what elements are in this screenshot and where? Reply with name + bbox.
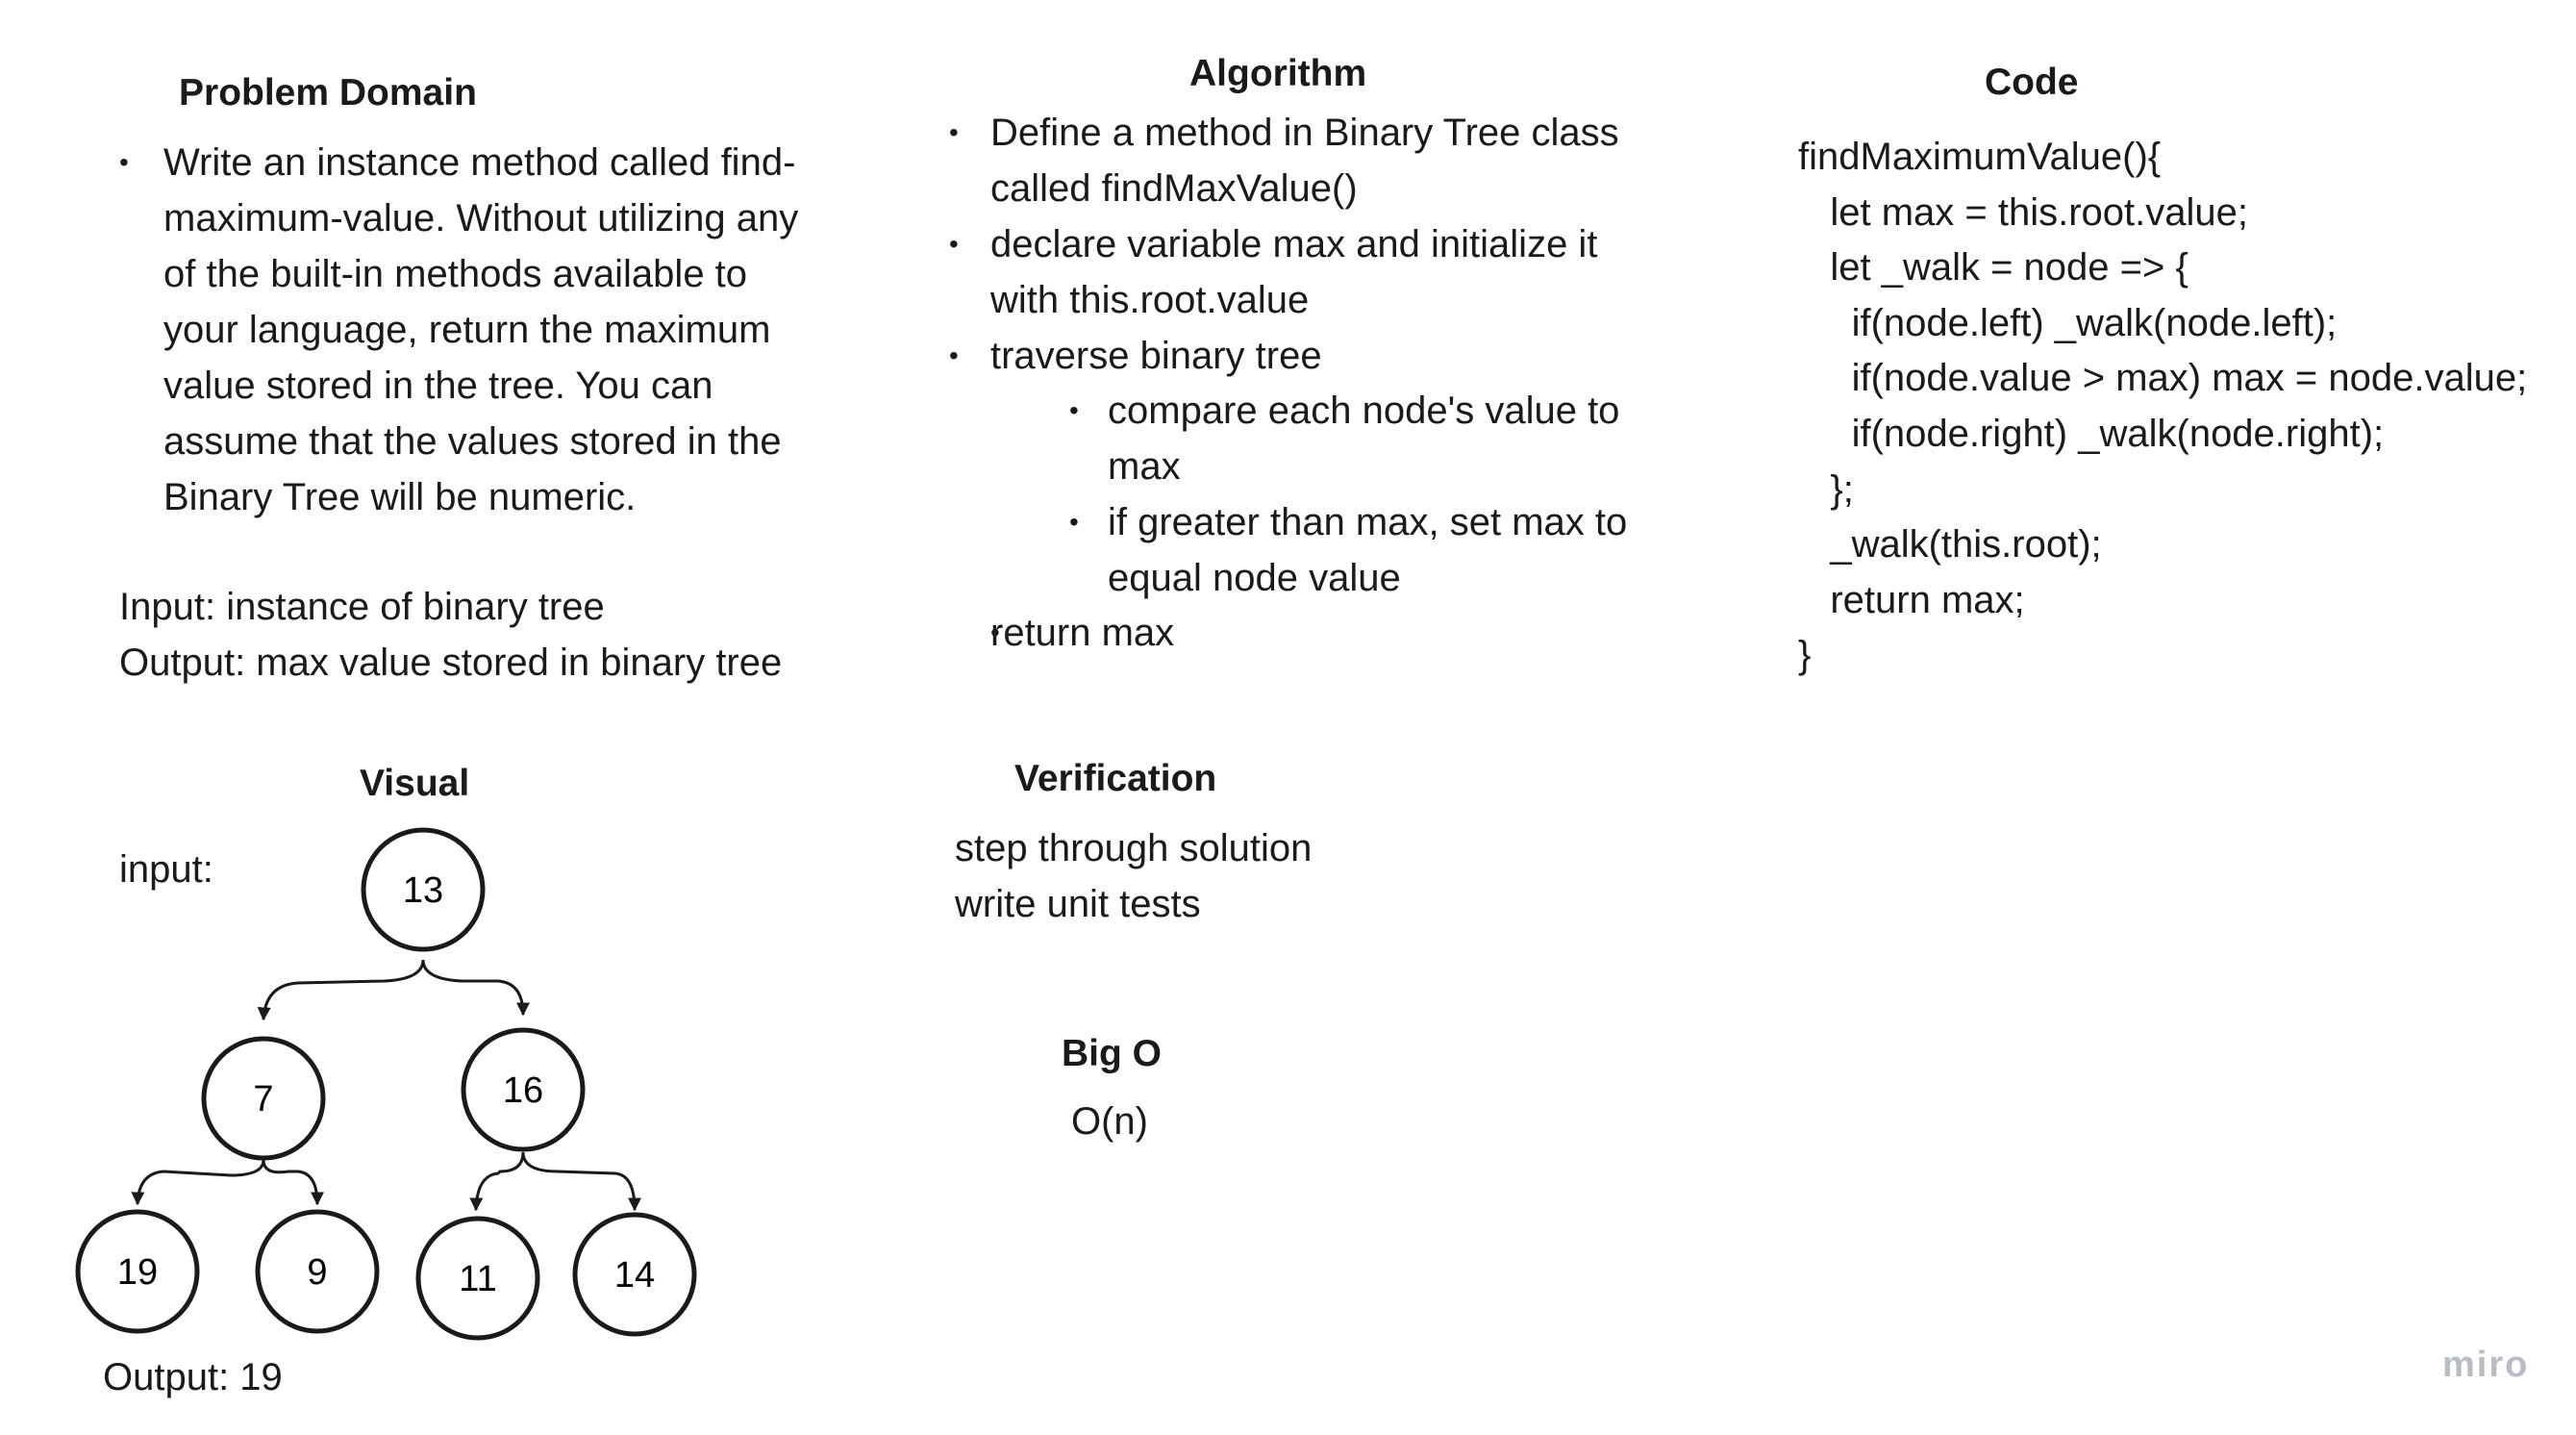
- tree-edge: [521, 1151, 641, 1212]
- algorithm-substep-line: equal node value: [1108, 557, 1401, 599]
- tree-node-max: 19: [75, 1209, 200, 1334]
- algorithm-step-line: traverse binary tree: [990, 335, 1322, 377]
- code-line: let max = this.root.value;: [1798, 190, 2248, 234]
- tree-node: 14: [572, 1212, 697, 1337]
- problem-domain-title: Problem Domain: [179, 72, 477, 113]
- problem-domain-line: of the built-in methods available to: [163, 253, 748, 295]
- big-o-value: O(n): [1071, 1100, 1148, 1143]
- algorithm-steps: Define a method in Binary Tree class cal…: [949, 105, 1619, 384]
- problem-domain-line: value stored in the tree. You can: [163, 365, 713, 407]
- tree-edge: [262, 1159, 324, 1206]
- node-value: 11: [459, 1259, 496, 1299]
- code-line: if(node.right) _walk(node.right);: [1798, 412, 2385, 455]
- tree-edge: [257, 959, 425, 1021]
- tree-node: 16: [461, 1027, 586, 1152]
- problem-domain-line: Binary Tree will be numeric.: [163, 476, 637, 518]
- code-line: let _walk = node => {: [1798, 246, 2188, 290]
- node-value: 7: [253, 1079, 273, 1120]
- visual-input-label: input:: [119, 848, 213, 891]
- algorithm-substeps: compare each node's value to max if grea…: [1069, 383, 1628, 606]
- problem-domain-line: Write an instance method called find-: [119, 135, 798, 190]
- visual-title: Visual: [360, 763, 470, 804]
- visual-output-label: Output: 19: [103, 1356, 283, 1398]
- problem-output: Output: max value stored in binary tree: [119, 642, 783, 684]
- algorithm-substep-line: compare each node's value to: [1108, 390, 1620, 432]
- big-o-title: Big O: [1062, 1033, 1162, 1074]
- algorithm-substep: if greater than max, set max to equal no…: [1069, 494, 1628, 606]
- miro-watermark: miro: [2442, 1345, 2530, 1385]
- node-value: 16: [503, 1070, 543, 1111]
- algorithm-substep: compare each node's value to max: [1069, 383, 1627, 494]
- code-line: }: [1798, 634, 1812, 677]
- algorithm-final-step: return max: [990, 605, 1174, 661]
- code-line: if(node.value > max) max = node.value;: [1798, 357, 2528, 400]
- tree-edge: [421, 959, 530, 1017]
- algorithm-substep-line: max: [1108, 445, 1181, 488]
- code-line: findMaximumValue(){: [1798, 136, 2162, 178]
- code-title: Code: [1985, 62, 2079, 103]
- problem-domain-line: maximum-value. Without utilizing any: [163, 197, 799, 239]
- verification-line: write unit tests: [955, 883, 1201, 925]
- algorithm-step: traverse binary tree: [949, 328, 1619, 384]
- tree-edge: [469, 1151, 525, 1212]
- tree-node: 11: [415, 1216, 540, 1341]
- tree-node: 9: [255, 1209, 380, 1334]
- node-value: 19: [117, 1252, 158, 1293]
- code-line: if(node.left) _walk(node.left);: [1798, 301, 2338, 344]
- algorithm-step: declare variable max and initialize it w…: [949, 216, 1619, 328]
- code-line: };: [1798, 467, 1854, 511]
- algorithm-step-line: with this.root.value: [990, 279, 1310, 321]
- node-value: 9: [307, 1252, 327, 1293]
- algorithm-step-line: Define a method in Binary Tree class: [990, 112, 1619, 154]
- algorithm-step: return max: [990, 605, 1174, 661]
- node-value: 13: [403, 870, 443, 911]
- problem-domain-line: your language, return the maximum: [163, 309, 771, 351]
- verification-title: Verification: [1014, 758, 1217, 799]
- problem-domain-line: assume that the values stored in the: [163, 420, 782, 463]
- tree-node: 7: [201, 1036, 326, 1161]
- algorithm-substep-line: if greater than max, set max to: [1108, 501, 1628, 543]
- node-value: 14: [614, 1255, 655, 1296]
- verification-line: step through solution: [955, 827, 1313, 869]
- algorithm-step: Define a method in Binary Tree class cal…: [949, 105, 1619, 216]
- problem-domain-description: Write an instance method called find- ma…: [119, 135, 799, 525]
- code-line: return max;: [1798, 578, 2025, 621]
- problem-input: Input: instance of binary tree: [119, 586, 605, 628]
- algorithm-title: Algorithm: [1189, 53, 1367, 94]
- algorithm-step-line: called findMaxValue(): [990, 167, 1358, 210]
- code-line: _walk(this.root);: [1798, 523, 2102, 566]
- code-block: findMaximumValue(){ let max = this.root.…: [1798, 130, 2527, 684]
- tree-node-root: 13: [361, 827, 486, 952]
- tree-edge: [131, 1159, 265, 1206]
- algorithm-step-line: declare variable max and initialize it: [990, 223, 1598, 265]
